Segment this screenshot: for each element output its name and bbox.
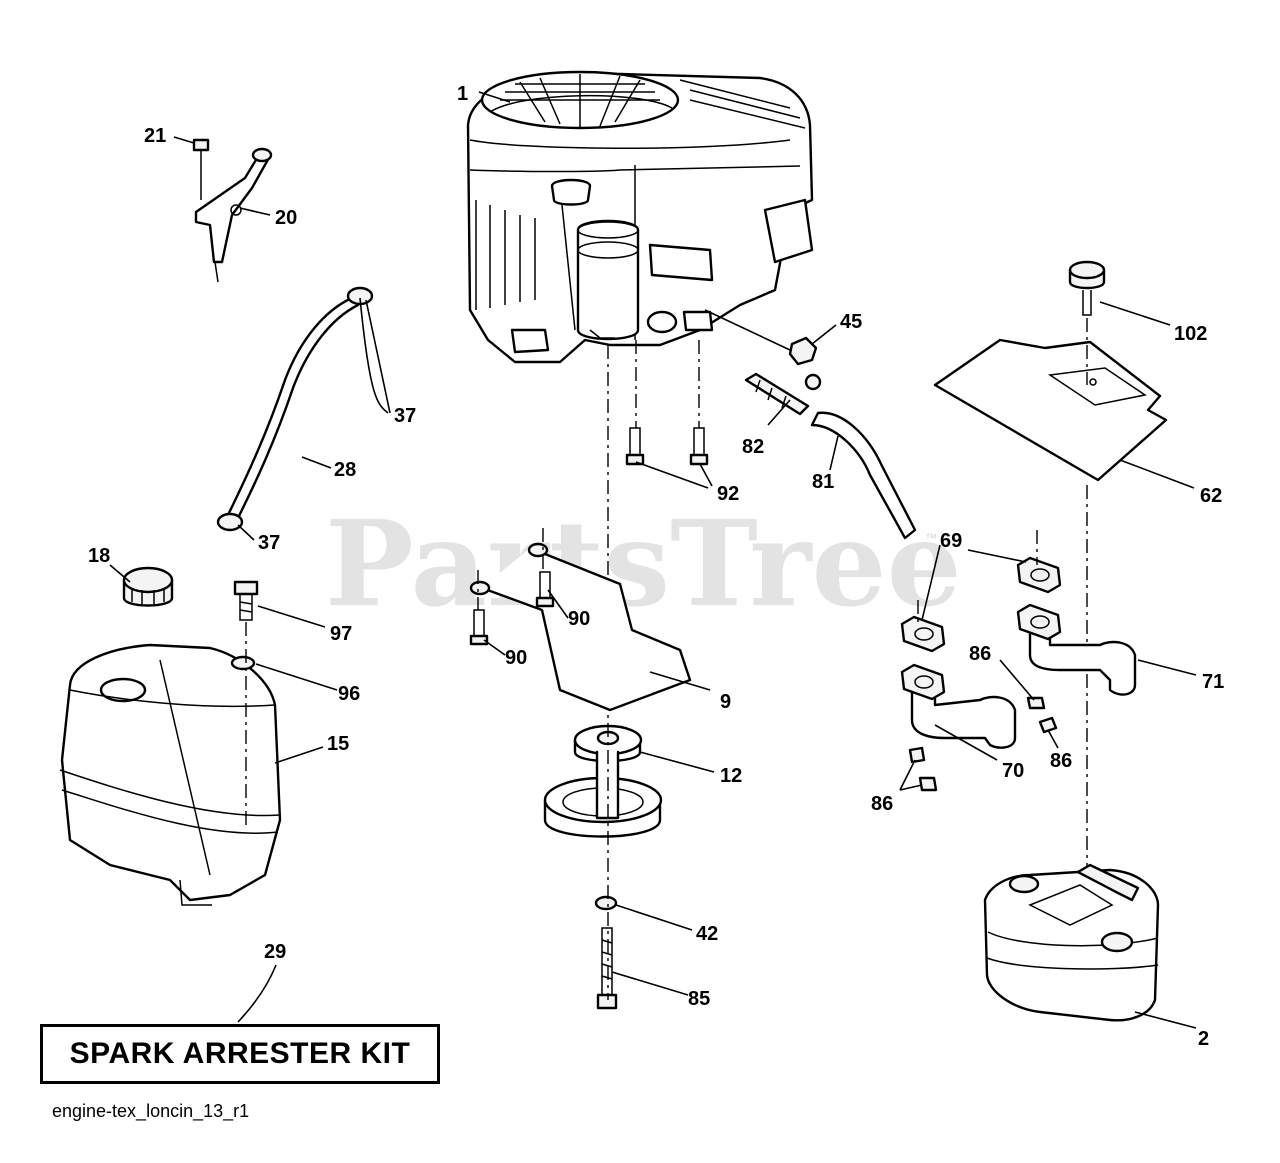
knob-102-part[interactable] <box>1068 260 1106 316</box>
callout-97: 97 <box>330 623 352 645</box>
callout-28: 28 <box>334 459 356 481</box>
exhaust-gasket-part[interactable] <box>900 556 1062 701</box>
exhaust-nut-part[interactable] <box>908 696 1058 792</box>
callout-102: 102 <box>1174 323 1207 345</box>
nut-45-part[interactable] <box>788 336 818 366</box>
watermark: PartsTree <box>325 494 962 633</box>
callout-69: 69 <box>940 530 962 552</box>
leader-29 <box>237 964 277 1023</box>
exhaust-pipe-71-part[interactable] <box>1028 613 1137 696</box>
fuel-tank-part[interactable] <box>59 643 282 906</box>
callout-86-right: 86 <box>1050 750 1072 772</box>
callout-37-upper: 37 <box>394 405 416 427</box>
muffler-part[interactable] <box>983 863 1160 1022</box>
callout-86-upper: 86 <box>969 643 991 665</box>
washer-42-part[interactable] <box>594 895 618 911</box>
drain-hose-part[interactable] <box>810 411 917 540</box>
callout-92: 92 <box>717 483 739 505</box>
callout-96: 96 <box>338 683 360 705</box>
bolt-90-part[interactable] <box>469 571 555 646</box>
callout-12: 12 <box>720 765 742 787</box>
callout-37-lower: 37 <box>258 532 280 554</box>
callout-45: 45 <box>840 311 862 333</box>
leader-lines <box>109 91 1197 1029</box>
screw-97-part[interactable] <box>233 580 259 621</box>
bolt-21-part[interactable] <box>192 138 210 200</box>
callout-20: 20 <box>275 207 297 229</box>
callout-71: 71 <box>1202 671 1224 693</box>
callout-labels: 1 2 9 12 15 18 20 21 28 29 37 37 42 45 6… <box>88 83 1224 1050</box>
callout-29: 29 <box>264 941 286 963</box>
callout-82: 82 <box>742 436 764 458</box>
callout-18: 18 <box>88 545 110 567</box>
callout-62: 62 <box>1200 485 1222 507</box>
spark-arrester-kit-box[interactable]: SPARK ARRESTER KIT <box>40 1024 440 1084</box>
callout-21: 21 <box>144 125 166 147</box>
bolt-92-part[interactable] <box>625 427 709 466</box>
belt-guide-bracket-part[interactable] <box>469 542 692 712</box>
callout-81: 81 <box>812 471 834 493</box>
callout-1: 1 <box>457 83 468 105</box>
fuel-hose-part[interactable] <box>226 296 360 524</box>
callout-85: 85 <box>688 988 710 1010</box>
callout-2: 2 <box>1198 1028 1209 1050</box>
heat-shield-part[interactable] <box>933 338 1168 482</box>
callout-86-lower: 86 <box>871 793 893 815</box>
callout-90-lower: 90 <box>505 647 527 669</box>
callout-42: 42 <box>696 923 718 945</box>
washer-96-part[interactable] <box>230 655 256 671</box>
pulley-part[interactable] <box>543 724 663 838</box>
fuel-fitting-part[interactable] <box>744 372 822 416</box>
throttle-bracket-part[interactable] <box>194 147 273 283</box>
watermark-trademark: ™ <box>925 531 937 545</box>
drawing-id: engine-tex_loncin_13_r1 <box>52 1101 250 1121</box>
callout-15: 15 <box>327 733 349 755</box>
callout-90-upper: 90 <box>568 608 590 630</box>
callout-9: 9 <box>720 691 731 713</box>
bolt-85-part[interactable] <box>596 927 618 1010</box>
spark-arrester-kit-label: SPARK ARRESTER KIT <box>69 1037 411 1070</box>
exhaust-pipe-70-part[interactable] <box>910 683 1017 749</box>
fuel-cap-part[interactable] <box>122 566 174 607</box>
callout-70: 70 <box>1002 760 1024 782</box>
engine-part[interactable] <box>466 70 814 364</box>
